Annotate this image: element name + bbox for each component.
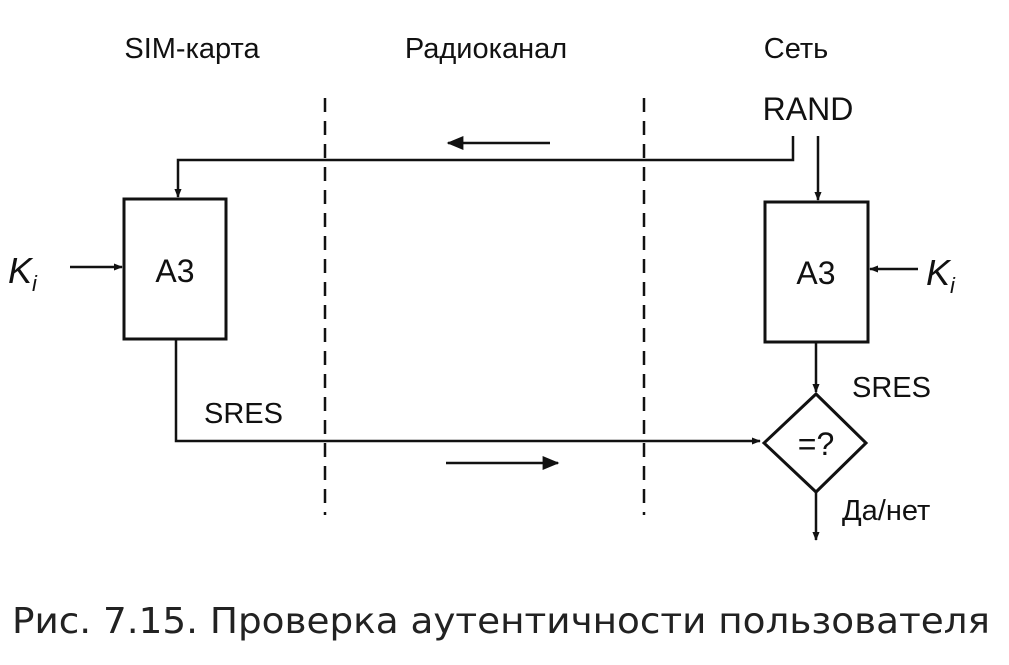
network-sres-label: SRES [852,372,931,404]
sim-ki-subscript: i [32,271,38,296]
sim-sres-line [174,339,761,445]
network-ki-letter: K [926,252,952,293]
result-label: Да/нет [842,495,930,527]
sim-a3-label: А3 [155,253,194,289]
network-a3-label: А3 [796,255,835,291]
network-header: Сеть [764,33,829,65]
compare-label: =? [798,426,834,462]
figure-caption: Рис. 7.15. Проверка аутентичности пользо… [12,601,990,642]
sim-ki-letter: K [8,250,34,291]
network-ki-subscript: i [950,273,956,298]
sim-a3-block [122,197,228,341]
network-ki-label: Ki [926,252,956,298]
sim-ki-label: Ki [8,250,38,296]
rand-to-sim-line [174,136,795,198]
rand-label: RAND [763,91,854,127]
sim-card-header: SIM-карта [124,33,260,65]
sim-sres-label: SRES [204,398,283,430]
radio-channel-header: Радиоканал [405,33,567,65]
